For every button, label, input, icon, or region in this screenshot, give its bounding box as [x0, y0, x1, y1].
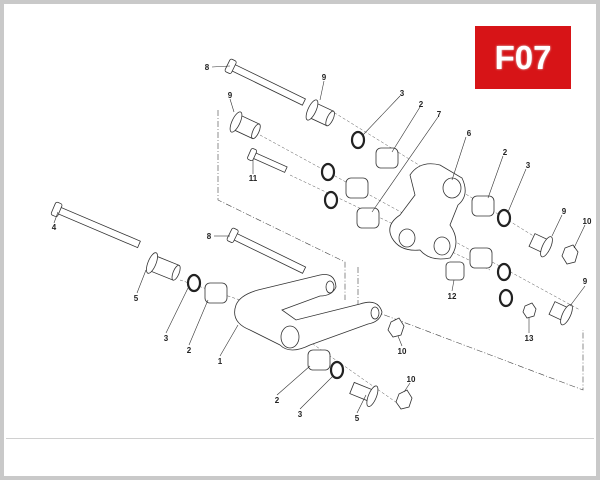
divider: [6, 438, 594, 439]
callout: 9: [322, 73, 327, 82]
callout: 9: [228, 91, 233, 100]
callout: 8: [205, 63, 210, 72]
bolt-4: [50, 201, 141, 249]
collar-5-a: [146, 252, 181, 281]
link-6: [389, 163, 466, 260]
tie-rod-1: [234, 274, 383, 351]
callout: 5: [134, 294, 139, 303]
callout: 6: [467, 129, 472, 138]
bolt-11: [247, 148, 288, 173]
callout: 2: [187, 346, 192, 355]
callout: 8: [207, 232, 212, 241]
callout: 12: [448, 292, 457, 301]
callout: 3: [298, 410, 303, 419]
callout: 2: [275, 396, 280, 405]
callout: 3: [526, 161, 531, 170]
callout: 2: [503, 148, 508, 157]
collar-5-b: [349, 381, 379, 407]
callout: 11: [249, 174, 258, 183]
callout: 9: [583, 277, 588, 286]
bolt-8-upper: [224, 58, 306, 106]
group-boundary-upper: [217, 110, 346, 300]
nuts: [387, 244, 579, 410]
group-boundary-right: [357, 267, 584, 391]
collar-9-a: [305, 99, 335, 127]
collar-9-d: [548, 301, 573, 326]
callout: 10: [407, 375, 416, 384]
callout-labels: 8 9 9 3 2 7 6 11 2 3 9 10 4 8 5 3 2 1 12…: [52, 63, 592, 423]
callout: 1: [218, 357, 223, 366]
callout: 2: [419, 100, 424, 109]
callout: 10: [583, 217, 592, 226]
callout: 3: [400, 89, 405, 98]
collar-9-b: [229, 111, 261, 140]
callout: 10: [398, 347, 407, 356]
callout: 9: [562, 207, 567, 216]
leader-lines: [53, 65, 586, 414]
section-badge: F07: [475, 26, 571, 89]
bolt-8-lower: [226, 227, 307, 274]
callout: 7: [437, 110, 442, 119]
callout: 4: [52, 223, 57, 232]
seals-3: [186, 130, 514, 380]
callout: 13: [525, 334, 534, 343]
callout: 3: [164, 334, 169, 343]
collar-9-c: [528, 233, 553, 258]
needle-bearings: [204, 147, 495, 371]
callout: 5: [355, 414, 360, 423]
